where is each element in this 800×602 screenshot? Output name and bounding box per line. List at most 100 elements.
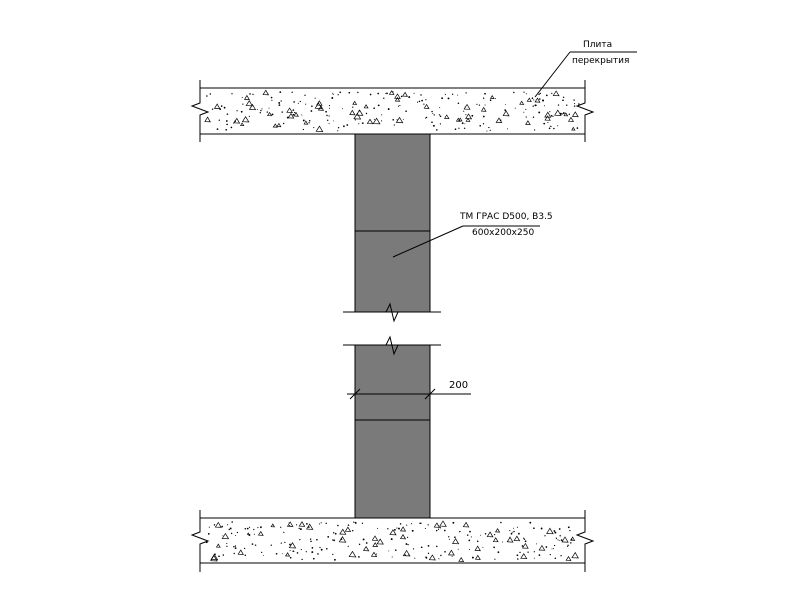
aggregate-speck	[545, 546, 548, 548]
bottom-slab-concrete-hatch	[205, 520, 579, 562]
aggregate-speck	[425, 117, 427, 119]
dimension-tick-right	[424, 388, 436, 400]
slab-callout: Плита перекрытия	[534, 40, 637, 98]
aggregate-speck	[290, 525, 292, 527]
aggregate-speck	[463, 127, 466, 129]
aggregate-speck	[557, 125, 559, 127]
aggregate-speck	[362, 545, 370, 552]
aggregate-speck	[548, 127, 551, 130]
aggregate-speck	[334, 532, 337, 535]
aggregate-speck	[406, 524, 408, 526]
aggregate-speck	[420, 94, 422, 96]
aggregate-speck	[398, 527, 400, 530]
aggregate-speck	[432, 112, 434, 115]
aggregate-speck	[358, 543, 361, 546]
aggregate-speck	[562, 96, 565, 99]
aggregate-speck	[394, 96, 401, 102]
aggregate-speck	[240, 110, 243, 113]
block-label-line1: ТМ ГРАС D500, B3.5	[459, 212, 553, 222]
aggregate-speck	[309, 538, 312, 540]
aggregate-speck	[384, 92, 386, 94]
aggregate-speck	[303, 120, 309, 125]
aggregate-speck	[227, 524, 229, 526]
aggregate-speck	[305, 551, 307, 553]
aggregate-speck	[451, 93, 454, 95]
aggregate-speck	[454, 536, 456, 538]
aggregate-speck	[459, 530, 461, 533]
aggregate-speck	[521, 545, 524, 547]
aggregate-speck	[557, 539, 559, 541]
aggregate-speck	[241, 97, 243, 98]
aggregate-speck	[468, 548, 471, 550]
aggregate-speck	[299, 528, 302, 531]
aggregate-speck	[294, 111, 296, 114]
aggregate-speck	[363, 104, 369, 109]
aggregate-speck	[433, 114, 435, 116]
aggregate-speck	[513, 535, 521, 542]
bottom-slab-left-break	[190, 510, 210, 572]
aggregate-speck	[226, 113, 229, 115]
aggregate-speck	[532, 105, 534, 107]
aggregate-speck	[444, 551, 446, 553]
aggregate-speck	[259, 112, 261, 114]
aggregate-speck	[403, 118, 405, 120]
aggregate-speck	[248, 534, 251, 536]
aggregate-speck	[313, 127, 315, 129]
aggregate-speck	[308, 119, 311, 122]
aggregate-speck	[494, 534, 496, 536]
aggregate-speck	[484, 104, 486, 106]
aggregate-speck	[480, 106, 487, 112]
aggregate-speck	[300, 549, 302, 551]
aggregate-speck	[544, 115, 551, 121]
aggregate-speck	[251, 543, 254, 545]
aggregate-speck	[549, 125, 551, 127]
aggregate-speck	[552, 115, 554, 117]
aggregate-speck	[395, 549, 397, 551]
block-leader-line	[392, 225, 464, 258]
aggregate-speck	[513, 91, 515, 94]
aggregate-speck	[492, 537, 499, 543]
aggregate-speck	[346, 124, 349, 126]
aggregate-speck	[525, 120, 531, 125]
aggregate-speck	[358, 556, 360, 558]
aggregate-speck	[448, 538, 450, 540]
aggregate-speck	[222, 554, 225, 556]
aggregate-speck	[279, 91, 282, 93]
aggregate-speck	[233, 552, 235, 555]
aggregate-speck	[248, 103, 257, 111]
aggregate-speck	[213, 524, 216, 526]
aggregate-speck	[357, 91, 359, 94]
aggregate-speck	[292, 109, 295, 111]
aggregate-speck	[437, 528, 440, 530]
aggregate-speck	[399, 534, 407, 540]
aggregate-speck	[388, 550, 390, 552]
aggregate-speck	[465, 92, 467, 94]
aggregate-speck	[241, 116, 250, 123]
aggregate-speck	[260, 526, 262, 529]
aggregate-speck	[526, 97, 532, 102]
aggregate-speck	[284, 541, 286, 544]
aggregate-speck	[239, 122, 245, 126]
aggregate-speck	[332, 92, 334, 94]
aggregate-speck	[565, 104, 568, 106]
aggregate-speck	[555, 537, 558, 539]
aggregate-speck	[419, 522, 422, 525]
aggregate-speck	[319, 546, 321, 549]
aggregate-speck	[427, 545, 430, 547]
aggregate-speck	[397, 105, 400, 107]
aggregate-speck	[249, 93, 251, 95]
aggregate-speck	[272, 123, 278, 128]
aggregate-speck	[337, 130, 339, 132]
aggregate-speck	[261, 108, 263, 110]
aggregate-speck	[425, 99, 427, 101]
aggregate-speck	[326, 119, 329, 122]
aggregate-speck	[554, 557, 557, 559]
aggregate-speck	[519, 551, 521, 554]
aggregate-speck	[328, 107, 330, 109]
aggregate-speck	[532, 116, 535, 118]
aggregate-speck	[510, 532, 513, 535]
aggregate-speck	[486, 531, 494, 538]
aggregate-speck	[236, 531, 239, 534]
aggregate-speck	[225, 128, 228, 131]
dimension-value: 200	[449, 380, 468, 391]
